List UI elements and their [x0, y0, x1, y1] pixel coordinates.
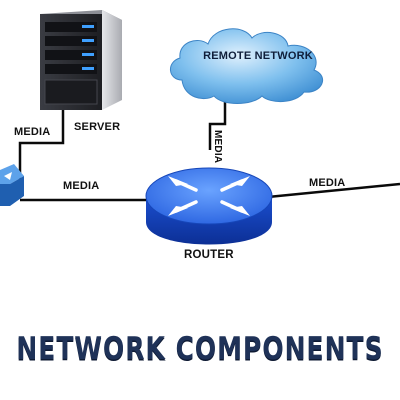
- router-icon: [145, 167, 273, 245]
- router-label: ROUTER: [184, 249, 234, 261]
- media-label-switch-link: MEDIA: [63, 180, 100, 192]
- media-label-outgoing-link: MEDIA: [309, 177, 346, 189]
- server-icon: [40, 10, 122, 110]
- server-media-cable: [18, 110, 65, 182]
- cloud-icon: [170, 28, 324, 104]
- switch-icon: [0, 164, 24, 206]
- remote-router-cable: [208, 97, 227, 150]
- media-label-server-link: MEDIA: [14, 126, 51, 138]
- router-outgoing-cable: [267, 182, 400, 199]
- remote-network-label: REMOTE NETWORK: [203, 50, 313, 62]
- cables: [18, 97, 400, 202]
- media-label-remote-link: MEDIA: [212, 130, 223, 164]
- server-label: SERVER: [74, 121, 121, 133]
- page-title: NETWORK COMPONENTS: [16, 330, 384, 367]
